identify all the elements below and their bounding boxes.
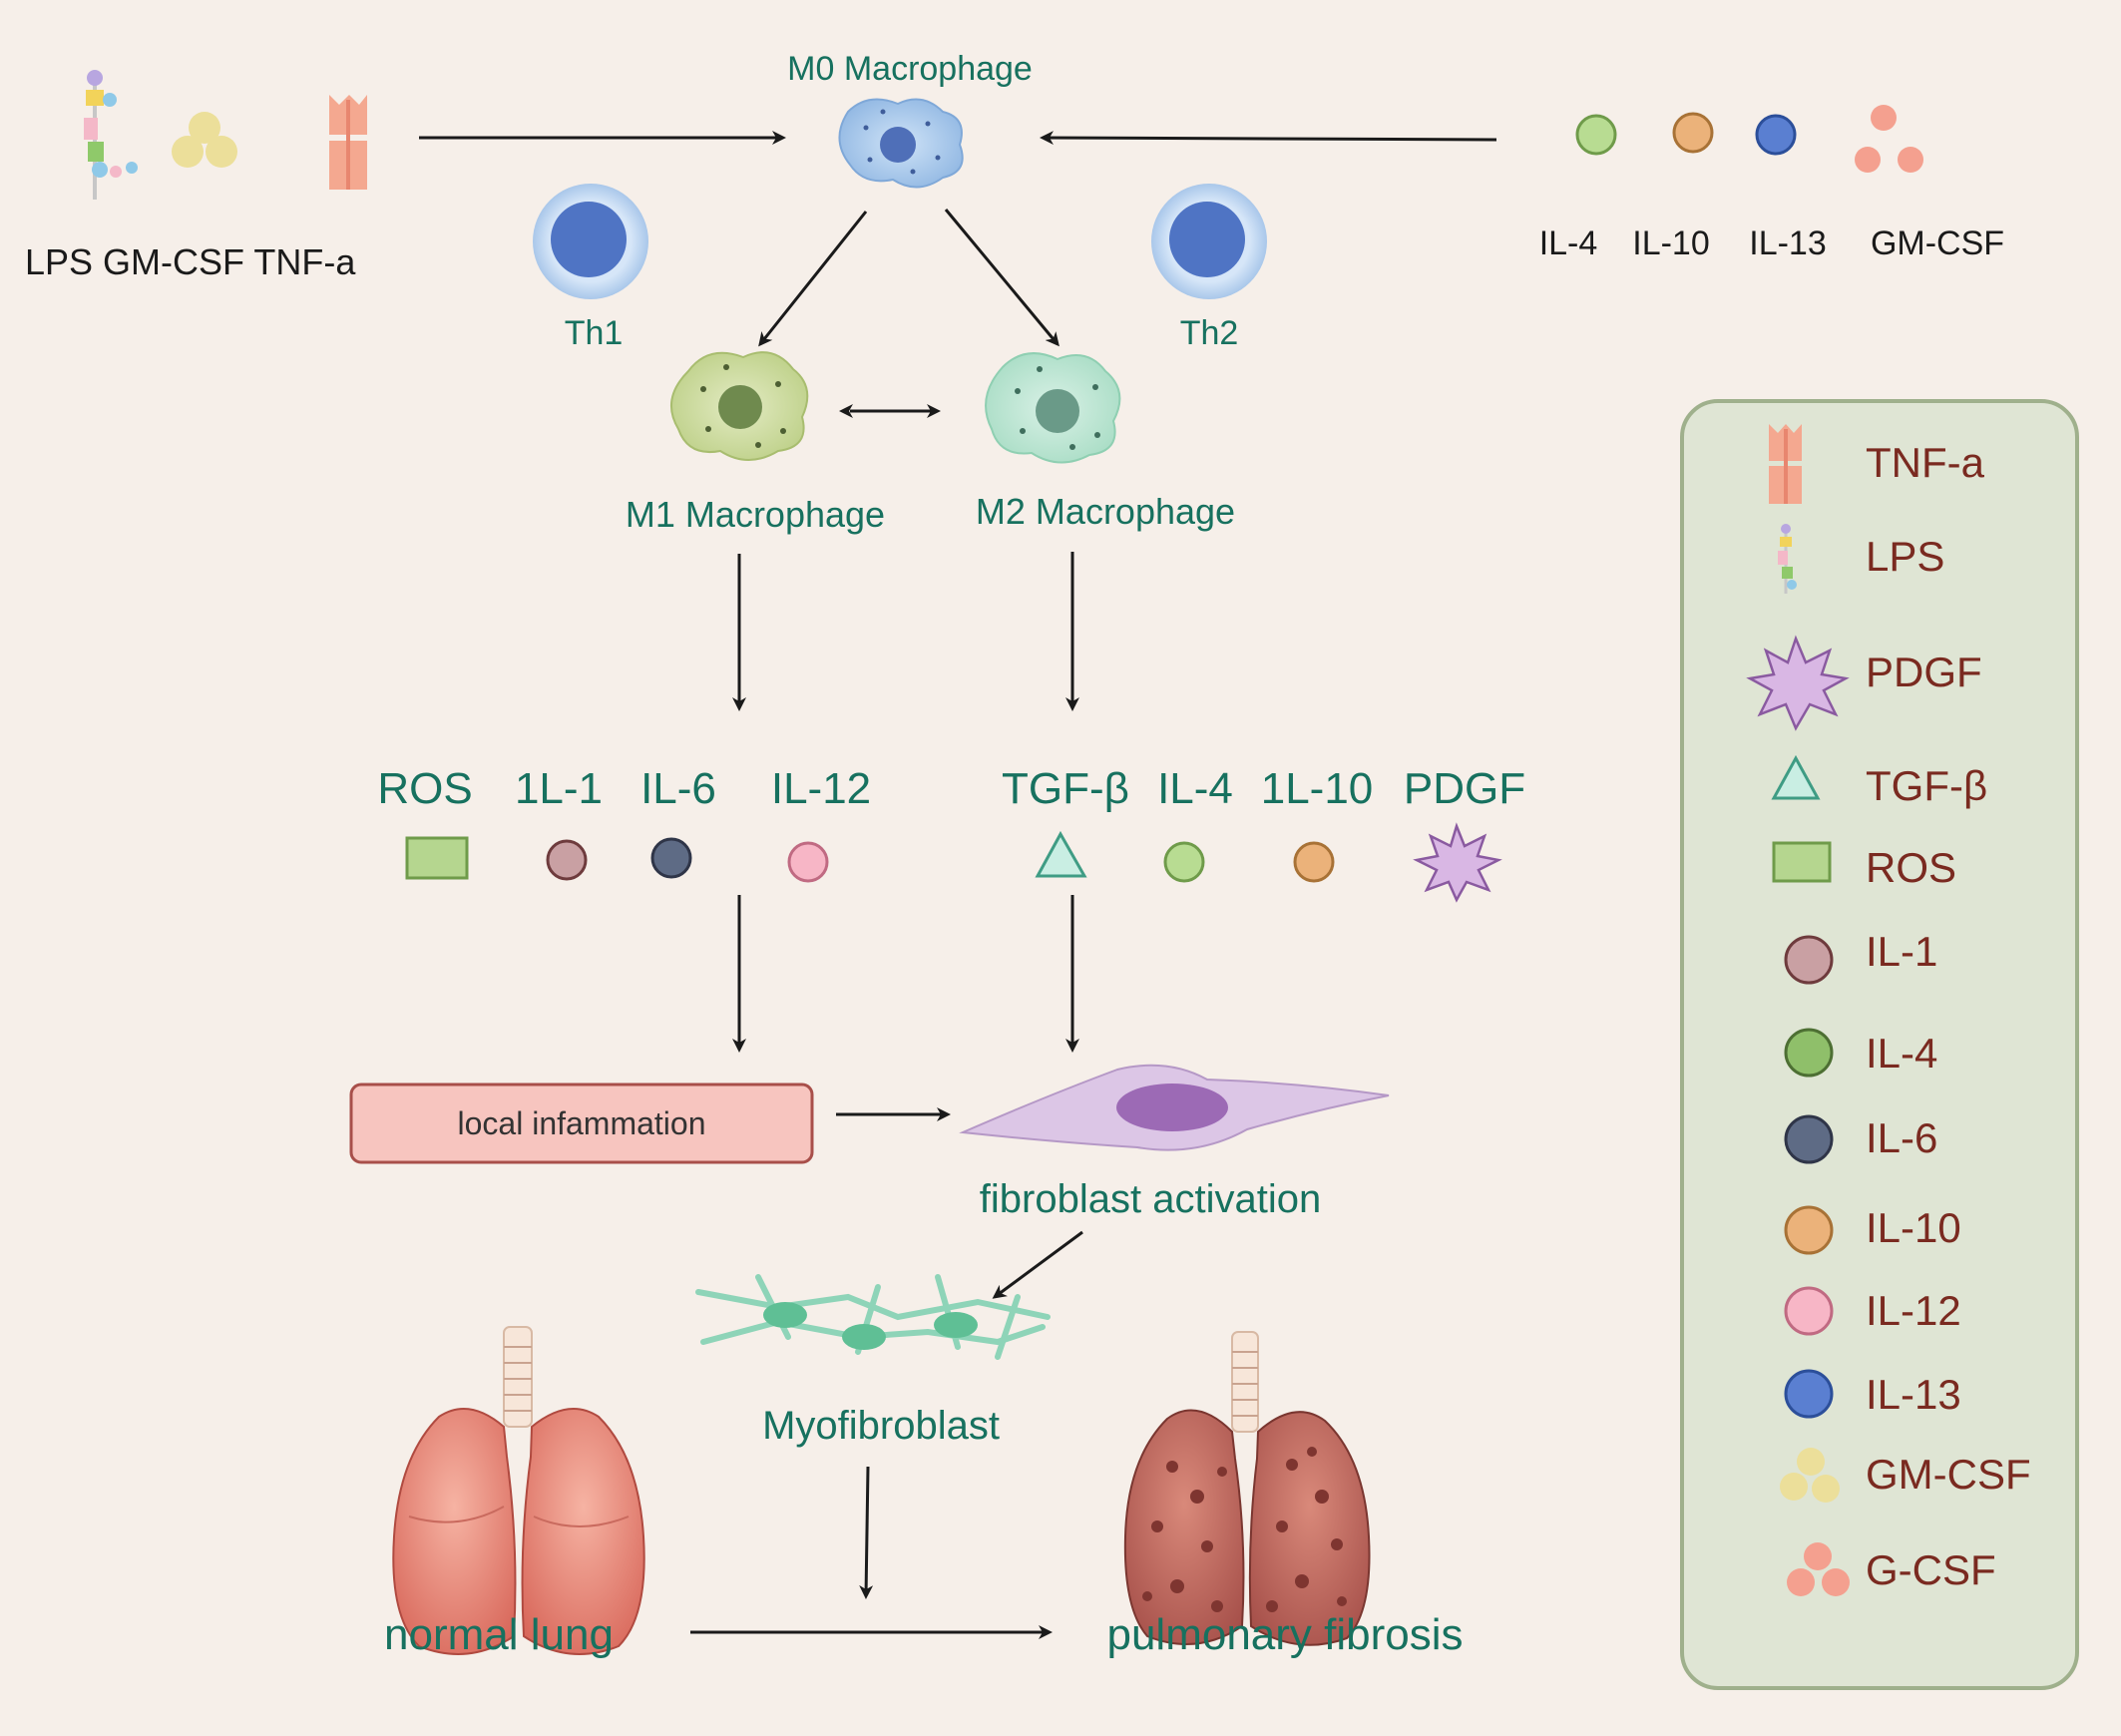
fibrotic-lung-icon	[1123, 1331, 1371, 1646]
legend-label-tnfa: TNF-a	[1866, 439, 1985, 486]
il1-circle-icon	[546, 839, 588, 881]
right-stimulus-il10: IL-10	[1632, 224, 1710, 262]
m0-macrophage-cell	[838, 98, 964, 189]
th1-cell	[533, 184, 648, 299]
legend-il4-circle-icon	[1784, 1028, 1834, 1078]
m1-factor-ros: ROS	[377, 764, 472, 813]
legend-lps-molecule-icon	[1778, 524, 1797, 594]
right-stimulus-gmcsf: GM-CSF	[1871, 224, 2004, 262]
legend-gcsf-cluster-icon	[1787, 1542, 1850, 1596]
m2-factor-pdgf: PDGF	[1404, 764, 1525, 813]
arrow-m0-to-m2	[944, 209, 1060, 347]
legend-label-pdgf: PDGF	[1866, 649, 1982, 695]
legend-gmcsf-cluster-icon	[1780, 1448, 1840, 1503]
myofibroblast-label: Myofibroblast	[762, 1404, 1000, 1448]
legend-ros-rectangle-icon	[1772, 841, 1832, 883]
legend-il10-circle-icon	[1784, 1205, 1834, 1255]
il6-circle-icon	[650, 837, 692, 879]
myofibroblast-nuclei	[763, 1302, 978, 1350]
m2-factor-il4: IL-4	[1157, 764, 1233, 813]
m1-factor-il6: IL-6	[640, 764, 716, 813]
legend-label-il12: IL-12	[1866, 1287, 1961, 1334]
legend-label-il10: IL-10	[1866, 1204, 1961, 1251]
il10-circle-icon	[1293, 841, 1335, 883]
right-stimulus-il4: IL-4	[1539, 224, 1598, 262]
legend-il12-circle-icon	[1784, 1286, 1834, 1336]
legend-il1-circle-icon	[1784, 935, 1834, 985]
legend-il6-circle-icon	[1784, 1114, 1834, 1164]
arrow-myofibroblast-down	[859, 1466, 874, 1599]
legend-label-tgfb: TGF-β	[1866, 762, 1987, 809]
il12-circle-icon	[787, 841, 829, 883]
pdgf-star-icon	[1413, 822, 1502, 903]
m1-macrophage-cell	[670, 351, 809, 461]
il4-circle-icon	[1163, 841, 1205, 883]
th2-label: Th2	[1180, 314, 1239, 352]
m1-label: M1 Macrophage	[626, 494, 885, 535]
legend-box	[1680, 399, 2079, 1690]
normal-lung-label: normal lung	[384, 1610, 614, 1659]
arrow-cytokines-to-m0	[1040, 131, 1497, 146]
legend-tgfb-triangle-icon	[1771, 754, 1821, 800]
tnf-receptor-icon	[329, 95, 367, 190]
left-stimuli-label: LPS GM-CSF TNF-a	[25, 241, 356, 282]
m1-factor-il12: IL-12	[771, 764, 871, 813]
fibroblast-label: fibroblast activation	[980, 1177, 1321, 1221]
inflammation-box	[349, 1083, 814, 1164]
fibrosis-label: pulmonary fibrosis	[1106, 1610, 1463, 1659]
m0-label: M0 Macrophage	[787, 50, 1033, 88]
legend-label-il4: IL-4	[1866, 1030, 1937, 1077]
arrow-m0-to-m1	[758, 211, 868, 347]
th1-label: Th1	[565, 314, 624, 352]
ros-rectangle-icon	[405, 836, 469, 880]
m1-factor-il1: 1L-1	[515, 764, 603, 813]
normal-lung-icon	[392, 1326, 645, 1655]
th2-cell	[1151, 184, 1267, 299]
legend-label-il6: IL-6	[1866, 1114, 1937, 1161]
inflammation-label: local infammation	[458, 1105, 706, 1141]
legend-label-gmcsf: GM-CSF	[1866, 1451, 2031, 1498]
legend-label-lps: LPS	[1866, 533, 1944, 580]
lps-molecule-icon	[84, 70, 138, 200]
fibroblast-cell	[959, 1064, 1390, 1151]
legend-label-il13: IL-13	[1866, 1371, 1961, 1418]
legend-tnf-receptor-icon	[1769, 424, 1802, 504]
legend-pdgf-star-icon	[1746, 635, 1850, 731]
right-cytokine-icons	[1575, 105, 1923, 173]
right-stimulus-il13: IL-13	[1749, 224, 1827, 262]
m2-label: M2 Macrophage	[976, 491, 1235, 532]
m2-factor-tgfb: TGF-β	[1002, 764, 1129, 813]
gm-csf-cluster-icon	[172, 112, 237, 168]
arrow-fibroblast-to-myofibroblast	[992, 1230, 1083, 1299]
m2-factor-il10: 1L-10	[1261, 764, 1374, 813]
legend-label-gcsf: G-CSF	[1866, 1546, 1996, 1593]
legend-label-il1: IL-1	[1866, 928, 1937, 975]
m2-macrophage-cell	[985, 352, 1121, 464]
legend-label-ros: ROS	[1866, 844, 1956, 891]
legend-il13-circle-icon	[1784, 1369, 1834, 1419]
tgfb-triangle-icon	[1035, 830, 1087, 878]
